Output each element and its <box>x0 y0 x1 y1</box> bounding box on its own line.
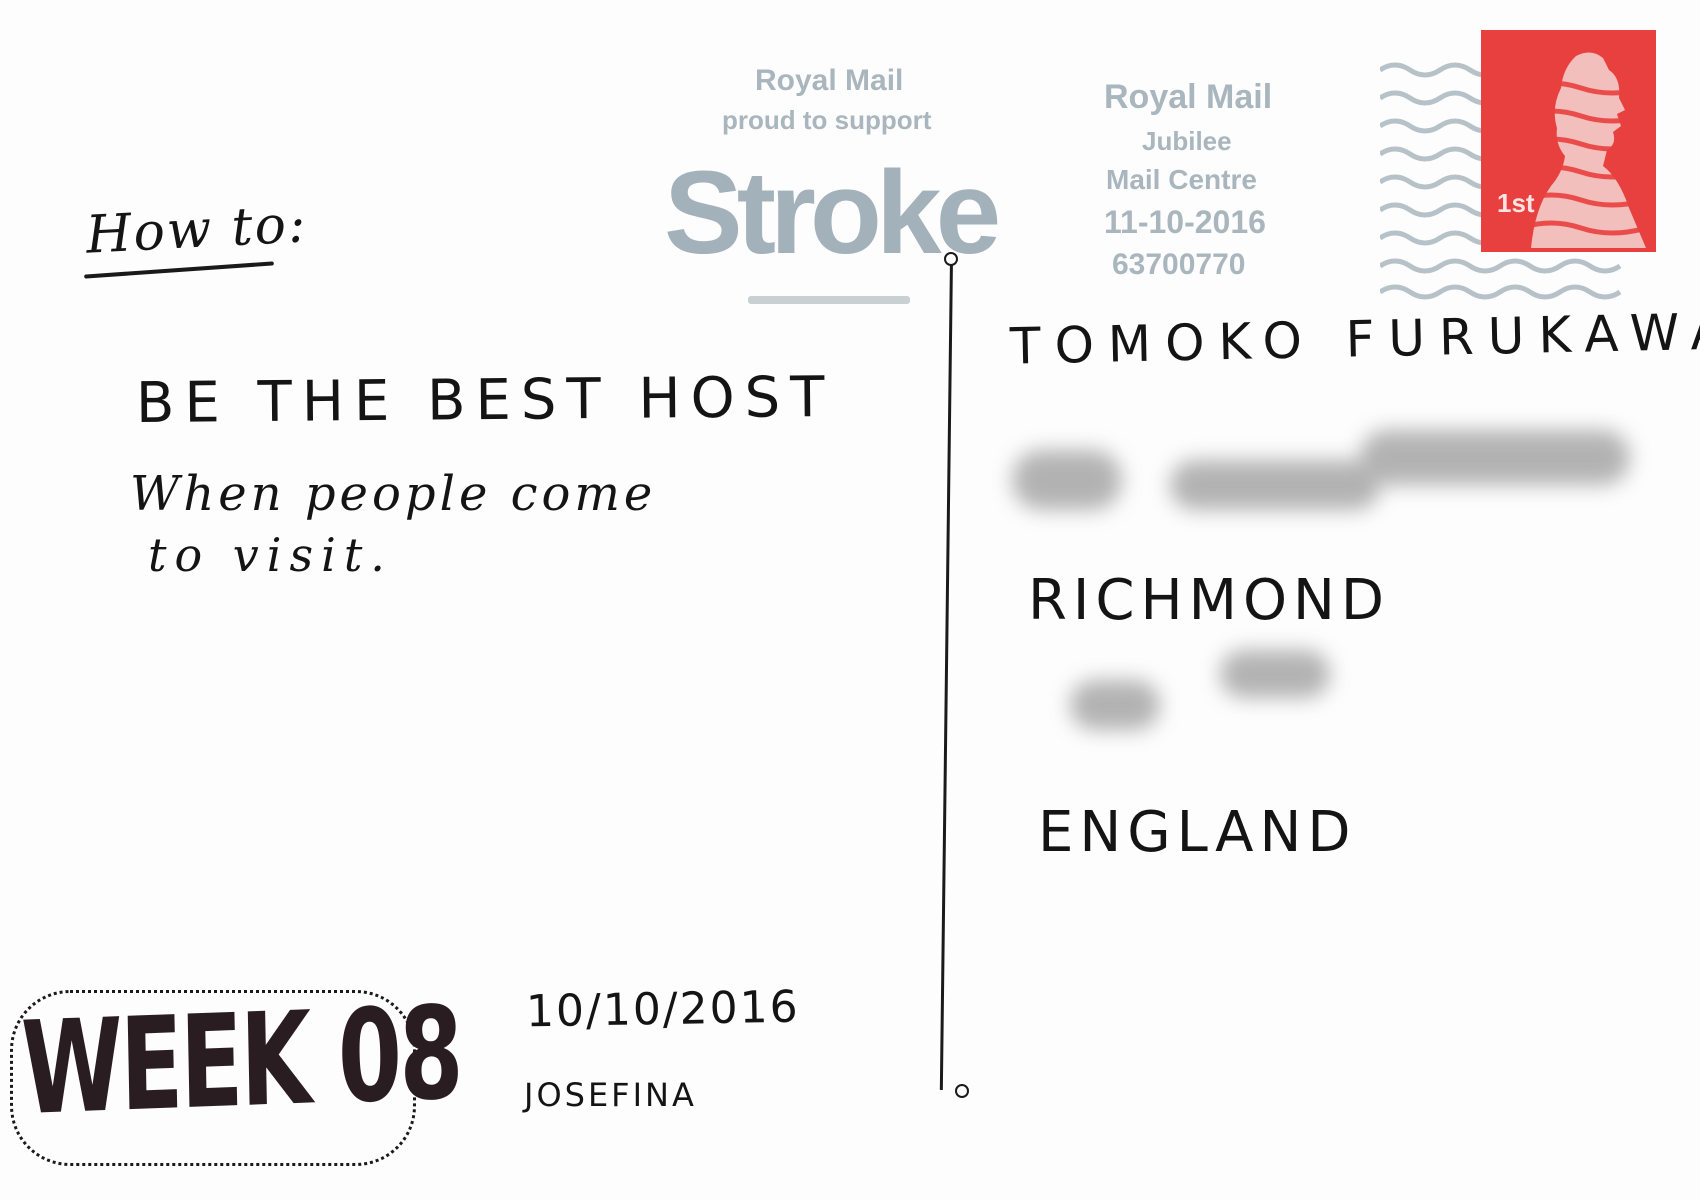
message-heading: How to: <box>84 194 309 266</box>
message-line-3: to visit. <box>148 528 393 582</box>
message-line-2: When people come <box>130 466 657 522</box>
redacted-address-line-1b <box>1170 460 1380 510</box>
signature-date: 10/10/2016 <box>525 981 801 1038</box>
signature-name: JOSEFINA <box>524 1076 697 1114</box>
divider-top-dot <box>944 252 958 266</box>
redacted-postcode-a <box>1070 680 1160 730</box>
postmark-left-line-1: Royal Mail <box>755 64 904 97</box>
postmark-date: 11-10-2016 <box>1104 204 1266 240</box>
address-name: TOMOKO FURUKAWA <box>1009 302 1700 376</box>
divider-line <box>939 257 953 1090</box>
message-line-1: BE THE BEST HOST <box>135 364 835 437</box>
address-country: ENGLAND <box>1038 800 1357 865</box>
postmark-right-line-3: Mail Centre <box>1106 164 1257 195</box>
redacted-address-line-1c <box>1360 430 1630 485</box>
stamp-value: 1st <box>1497 188 1535 218</box>
address-city: RICHMOND <box>1028 568 1391 633</box>
divider-bottom-dot <box>955 1084 969 1098</box>
stroke-logo-tagline <box>748 296 910 304</box>
postmark-right-line-2: Jubilee <box>1142 126 1232 156</box>
queen-profile-icon <box>1521 52 1646 248</box>
week-label: WEEK 08 <box>20 979 462 1144</box>
redacted-address-line-1a <box>1012 450 1122 510</box>
postage-stamp: 1st <box>1481 30 1656 252</box>
redacted-postcode-b <box>1220 650 1330 698</box>
postmark-code: 63700770 <box>1112 248 1246 281</box>
postmark-right-line-1: Royal Mail <box>1104 78 1273 116</box>
week-badge-border <box>10 990 416 1166</box>
postmark-left-line-2: proud to support <box>722 105 932 135</box>
